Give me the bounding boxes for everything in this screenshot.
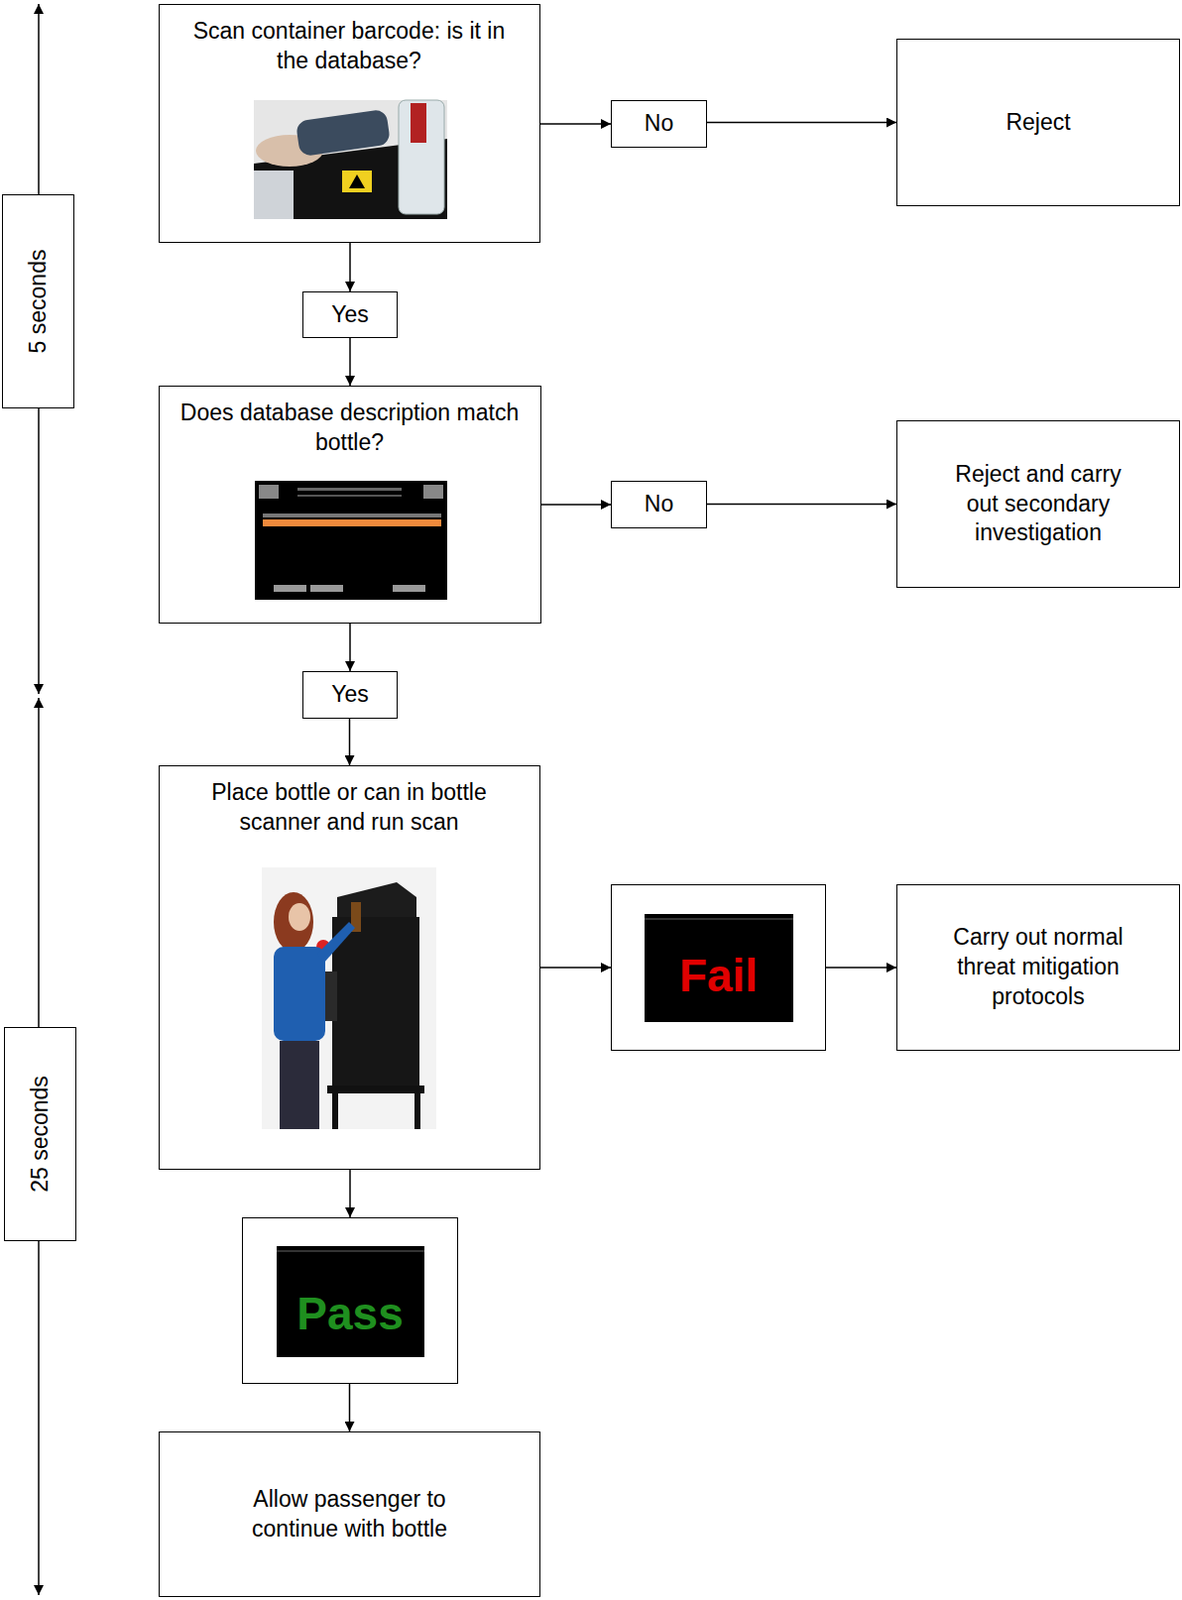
pass-result-box: Pass [241,1217,459,1385]
barcode-photo [253,100,448,220]
screen-heading [297,487,402,491]
answer-box: Yes [302,671,398,719]
screen-header [644,918,794,921]
flow-arrow [349,623,352,672]
decision-box: Scan container barcode: is it in the dat… [158,3,541,243]
bottle-label [410,103,427,143]
flow-arrow [349,718,352,766]
outcome-box: Reject and carry out secondary investiga… [896,420,1181,589]
scanner-lid [337,882,417,918]
flow-arrow [349,1384,352,1432]
warning-triangle [349,174,365,189]
flow-arrow [707,503,897,506]
outcome-box: Allow passenger to continue with bottle [158,1431,541,1598]
scanner-table [327,1085,425,1094]
screen-button [273,585,307,592]
arm [317,922,355,964]
box-label: No [644,109,674,139]
screen [254,480,448,600]
time-label: 5 seconds [23,249,54,355]
answer-box: No [610,480,708,529]
body [273,946,326,1042]
screen-button [392,585,426,592]
box-label: Place bottle or can in bottle scanner an… [175,778,523,838]
answer-box: No [610,100,708,148]
box-label: Reject and carry out secondary investiga… [937,460,1141,550]
screen-header [276,1250,425,1253]
sleeve [253,170,294,220]
table-leg [414,1093,421,1130]
box-label: Allow passenger to continue with bottle [231,1485,470,1545]
scanner-cabinet [332,917,420,1086]
flow-arrow [540,122,611,125]
outcome-box: Carry out normal threat mitigation proto… [896,884,1181,1052]
flow-arrow [826,966,897,969]
screen-heading [297,494,402,497]
bottle-scanner-photo [261,867,437,1130]
outcome-box: Reject [896,38,1181,207]
result-word: Pass [242,1291,458,1337]
box-label: Yes [331,300,369,331]
flow-arrow [707,121,897,124]
photo-background [261,867,437,1130]
box-label: Reject [919,108,1158,138]
database-screenshot [254,480,448,600]
screen-button [258,484,279,499]
flow-arrow [349,1170,352,1218]
process-box: Place bottle or can in bottle scanner an… [158,765,541,1171]
flow-arrow [540,966,611,969]
flow-arrow [349,242,352,292]
time-box: 25 seconds [3,1027,77,1242]
warning-label [342,170,372,193]
box-label: Carry out normal threat mitigation proto… [937,923,1141,1013]
fail-result-box: Fail [610,884,827,1052]
selected-row [262,519,442,527]
face [288,903,311,932]
bottle [398,100,445,215]
flow-arrow [349,338,352,386]
table-leg [332,1093,339,1130]
screen-button [310,585,344,592]
photo-background [253,100,448,220]
barcode-reader [295,109,391,157]
decision-box: Does database description match bottle? [158,385,542,624]
box-label: No [644,489,674,520]
flow-arrow [541,503,611,506]
screen-button [423,484,444,499]
answer-box: Yes [302,291,398,339]
time-label: 25 seconds [25,1075,56,1193]
hair [273,892,314,952]
table-header [262,513,442,518]
legs [279,1041,320,1130]
time-box: 5 seconds [1,194,75,409]
box-label: Scan container barcode: is it in the dat… [175,16,523,77]
box-label: Does database description match bottle? [176,398,524,459]
result-word: Fail [611,952,826,999]
box-label: Yes [331,680,369,710]
